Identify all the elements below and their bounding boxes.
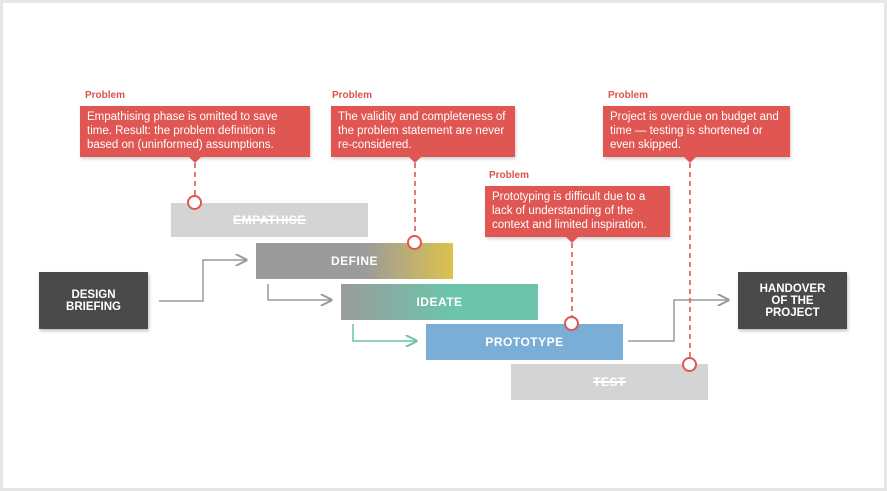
phase-empathise-label: EMPATHISE — [233, 213, 306, 227]
problem-box-project-overdue: Project is overdue on budget and time — … — [603, 106, 790, 163]
problem-label-4: Problem — [608, 90, 649, 101]
problem-text-3: Prototyping is difficult due to a lack o… — [492, 191, 647, 231]
phase-test: TEST — [511, 364, 708, 400]
phase-define: DEFINE — [256, 243, 453, 279]
handover-line2: OF THE — [771, 294, 814, 307]
problem-label-2: Problem — [332, 90, 373, 101]
arrow-define-to-ideate — [267, 284, 331, 300]
phase-ideate: IDEATE — [341, 284, 538, 320]
problem-text-4: Project is overdue on budget and time — … — [610, 111, 779, 151]
phase-empathise: EMPATHISE — [171, 203, 368, 237]
phase-ideate-label: IDEATE — [416, 295, 463, 309]
problem-marker-test — [682, 357, 697, 372]
arrow-ideate-to-prototype — [352, 324, 416, 341]
design-briefing-line1: DESIGN — [71, 288, 116, 301]
phase-prototype-label: PROTOTYPE — [485, 335, 564, 349]
handover-line3: PROJECT — [765, 306, 820, 319]
problem-box-prototyping-difficult: Prototyping is difficult due to a lack o… — [485, 186, 670, 243]
problem-marker-empathise — [187, 195, 202, 210]
handover-line1: HANDOVER — [759, 282, 826, 295]
problem-marker-define — [407, 235, 422, 250]
arrow-briefing-to-define — [159, 260, 246, 302]
phase-prototype: PROTOTYPE — [426, 324, 623, 360]
design-briefing-box: DESIGN BRIEFING — [39, 272, 148, 329]
problem-label-3: Problem — [489, 170, 530, 181]
handover-box: HANDOVER OF THE PROJECT — [738, 272, 847, 329]
problem-box-empathise-omitted: Empathising phase is omitted to save tim… — [80, 106, 310, 163]
arrow-prototype-to-handover — [628, 300, 728, 342]
design-briefing-line2: BRIEFING — [66, 300, 121, 313]
phase-test-label: TEST — [593, 375, 626, 389]
phase-define-label: DEFINE — [330, 254, 378, 268]
problem-text-1: Empathising phase is omitted to save tim… — [87, 111, 278, 151]
problem-label-1: Problem — [85, 90, 126, 101]
problem-box-define-not-reconsidered: The validity and completeness of the pro… — [331, 106, 515, 163]
problem-marker-prototype — [564, 316, 579, 331]
problem-text-2: The validity and completeness of the pro… — [338, 111, 506, 151]
